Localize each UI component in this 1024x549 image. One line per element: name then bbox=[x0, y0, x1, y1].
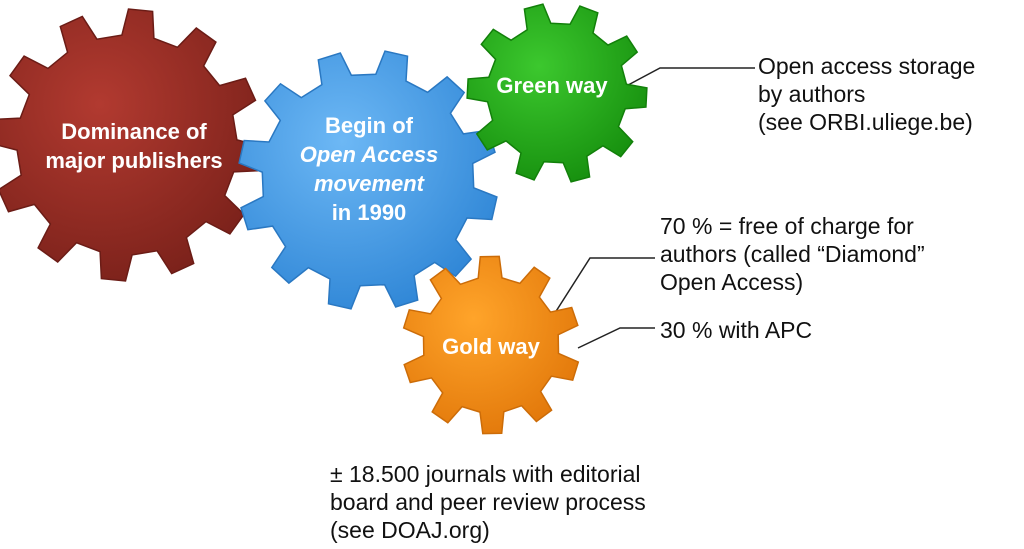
gold-gear bbox=[402, 255, 580, 435]
blue-gear bbox=[238, 50, 498, 310]
diamond-note-line2: authors (called “Diamond” bbox=[660, 241, 925, 267]
green-way-note-line2: by authors bbox=[758, 81, 866, 107]
diamond-note-line3: Open Access) bbox=[660, 269, 804, 295]
red-gear-label-line1: Dominance of bbox=[61, 119, 207, 144]
green-way-note: Open access storage by authors (see ORBI… bbox=[758, 52, 975, 136]
doaj-note-line2: board and peer review process bbox=[330, 489, 646, 515]
green-way-note-line3: (see ORBI.uliege.be) bbox=[758, 109, 973, 135]
diamond-note-connector bbox=[545, 257, 655, 328]
blue-gear-label-line2: Open Access bbox=[300, 142, 439, 167]
green-gear-label: Green way bbox=[496, 73, 608, 98]
blue-gear-label-line1: Begin of bbox=[325, 113, 414, 138]
red-gear bbox=[0, 8, 264, 282]
blue-gear-label-line3: movement bbox=[314, 171, 426, 196]
diamond-note-line1: 70 % = free of charge for bbox=[660, 213, 914, 239]
green-way-note-line1: Open access storage bbox=[758, 53, 976, 79]
apc-note-line1: 30 % with APC bbox=[660, 317, 813, 343]
doaj-note-line3: (see DOAJ.org) bbox=[330, 517, 490, 543]
apc-note: 30 % with APC bbox=[660, 316, 812, 344]
red-gear-label-line2: major publishers bbox=[45, 148, 222, 173]
doaj-note-line1: ± 18.500 journals with editorial bbox=[330, 461, 641, 487]
diamond-note: 70 % = free of charge for authors (calle… bbox=[660, 212, 925, 296]
gold-gear-label: Gold way bbox=[442, 334, 541, 359]
green-gear bbox=[466, 3, 648, 183]
blue-gear-label-line4: in 1990 bbox=[332, 200, 407, 225]
doaj-note: ± 18.500 journals with editorial board a… bbox=[330, 460, 646, 544]
apc-note-connector bbox=[577, 327, 655, 349]
